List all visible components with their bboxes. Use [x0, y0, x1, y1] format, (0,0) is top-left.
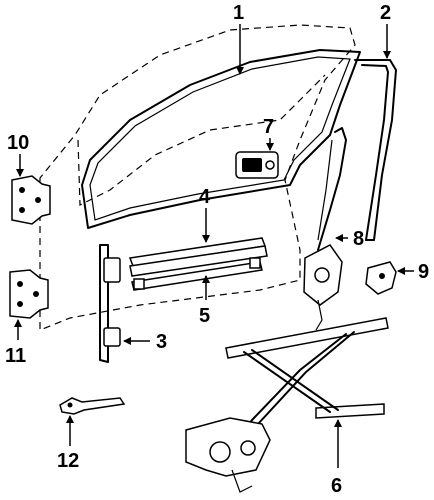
belt-molding — [128, 237, 268, 277]
callout-12: 12 — [57, 450, 79, 472]
callout-9: 9 — [418, 261, 429, 283]
window-glass — [81, 49, 361, 229]
regulator-motor — [303, 127, 347, 331]
door-outline — [39, 24, 356, 331]
callout-10: 10 — [7, 132, 29, 154]
callout-8: 8 — [353, 228, 364, 250]
callout-6: 6 — [331, 475, 342, 497]
run-channel — [354, 59, 397, 241]
door-check — [59, 397, 126, 415]
inside-handle — [235, 151, 279, 179]
lock-actuator — [365, 261, 397, 295]
lower-hinge — [9, 269, 49, 319]
leader-lines — [14, 24, 414, 468]
upper-hinge — [11, 175, 51, 225]
callout-11: 11 — [5, 345, 26, 367]
callout-4: 4 — [199, 186, 211, 208]
callout-7: 7 — [263, 116, 274, 138]
weatherstrip — [131, 257, 263, 291]
window-regulator — [185, 317, 389, 493]
division-bar — [99, 244, 121, 363]
callout-3: 3 — [156, 331, 167, 353]
callout-2: 2 — [380, 2, 391, 24]
callout-5: 5 — [199, 305, 210, 327]
callout-1: 1 — [233, 2, 244, 24]
